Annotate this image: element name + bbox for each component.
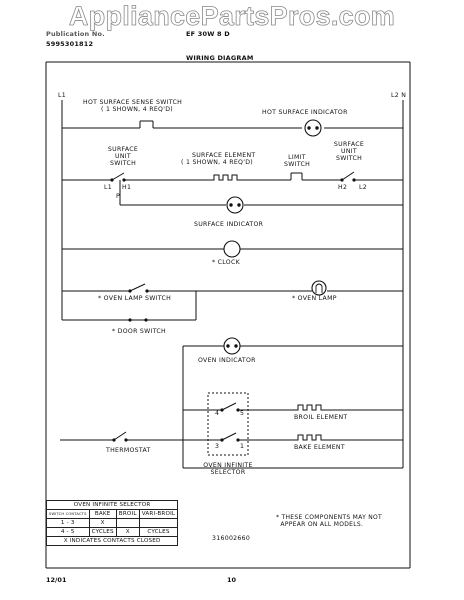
line-l1-label: L1 — [58, 92, 66, 99]
oven-lamp-switch-label: * OVEN LAMP SWITCH — [98, 295, 172, 302]
broil-element-label: BROIL ELEMENT — [294, 414, 348, 421]
selector-contact-1: 1 — [240, 443, 245, 450]
selector-table-header: BAKE — [88, 509, 117, 519]
surface-element-coil — [210, 174, 242, 181]
diagram-part-number: 316002660 — [212, 535, 251, 542]
diagram-title: WIRING DIAGRAM — [186, 54, 254, 62]
selector-box — [207, 392, 249, 456]
oven-indicator-icon — [223, 337, 241, 355]
hot-surface-indicator-icon — [304, 119, 322, 137]
publication-label: Publication No. — [46, 30, 105, 38]
selector-table-cell: CYCLES — [138, 527, 179, 537]
broil-element-coil — [294, 404, 326, 411]
thermostat-blade — [113, 431, 127, 441]
selector-contact-3: 3 — [215, 443, 220, 450]
selector-table-title: OVEN INFINITE SELECTOR — [45, 500, 179, 510]
publication-number: 5995301812 — [46, 40, 94, 48]
selector-table-cell: CYCLES — [88, 527, 117, 537]
bake-element-label: BAKE ELEMENT — [294, 444, 345, 451]
surface-unit-switch-left-blade — [111, 172, 125, 181]
oven-indicator-label: OVEN INDICATOR — [198, 357, 256, 364]
clock-label: * CLOCK — [212, 259, 240, 266]
selector-contact-5: 5 — [240, 410, 245, 417]
bake-element-coil — [294, 434, 326, 441]
limit-switch-label: LIMIT SWITCH — [283, 154, 311, 169]
clock-icon — [223, 240, 241, 258]
selector-table-cell — [115, 518, 140, 528]
surface-unit-switch-left-label: SURFACE UNIT SWITCH — [107, 146, 139, 168]
oven-infinite-selector-label: OVEN INFINITE SELECTOR — [203, 462, 253, 477]
selector-table-cell: 1 - 3 — [46, 518, 90, 528]
selector-table-header: SWITCH CONTACTS — [46, 509, 90, 519]
selector-table-cell: 4 - 5 — [46, 527, 90, 537]
selector-table-cell: X — [115, 527, 140, 537]
selector-contact-31 — [221, 432, 237, 441]
hot-surface-indicator-label: HOT SURFACE INDICATOR — [262, 109, 348, 116]
surface-element-label: SURFACE ELEMENT — [192, 152, 256, 159]
selector-table-footnote: X INDICATES CONTACTS CLOSED — [45, 536, 179, 546]
thermostat-label: THERMOSTAT — [106, 447, 151, 454]
surface-unit-switch-right-label: SURFACE UNIT SWITCH — [333, 141, 365, 163]
oven-lamp-switch-blade — [129, 283, 146, 292]
terminal-h1: H1 — [122, 184, 132, 191]
surface-indicator-icon — [226, 196, 244, 214]
terminal-l2: L2 — [359, 184, 367, 191]
hot-surface-sense-switch-qty: ( 1 SHOWN, 4 REQ'D) — [101, 106, 173, 113]
selector-table-cell: X — [88, 518, 117, 528]
terminal-l1: L1 — [104, 184, 112, 191]
hot-surface-sense-switch-label: HOT SURFACE SENSE SWITCH — [83, 99, 183, 106]
surface-element-qty: ( 1 SHOWN, 4 REQ'D) — [181, 159, 253, 166]
watermark: AppliancePartsPros.com — [68, 1, 396, 32]
footer-date: 12/01 — [46, 576, 67, 584]
terminal-h2: H2 — [338, 184, 348, 191]
components-note: * THESE COMPONENTS MAY NOT APPEAR ON ALL… — [276, 514, 383, 528]
door-switch-label: * DOOR SWITCH — [112, 328, 166, 335]
oven-lamp-label: * OVEN LAMP — [292, 295, 337, 302]
footer-page-number: 10 — [227, 576, 237, 584]
selector-contact-45 — [221, 402, 237, 411]
surface-unit-switch-right-blade — [341, 171, 355, 181]
selector-contact-4: 4 — [215, 410, 220, 417]
model-number: EF 30W 8 D — [186, 30, 230, 38]
selector-table-header: BROIL — [115, 509, 140, 519]
terminal-p: P — [116, 193, 121, 200]
oven-lamp-icon — [311, 280, 327, 296]
surface-indicator-label: SURFACE INDICATOR — [194, 221, 264, 228]
selector-table-cell — [138, 518, 179, 528]
selector-table: OVEN INFINITE SELECTOR SWITCH CONTACTS B… — [45, 500, 179, 546]
selector-table-header: VARI-BROIL — [138, 509, 179, 519]
line-l2-label: L2 N — [391, 92, 407, 99]
